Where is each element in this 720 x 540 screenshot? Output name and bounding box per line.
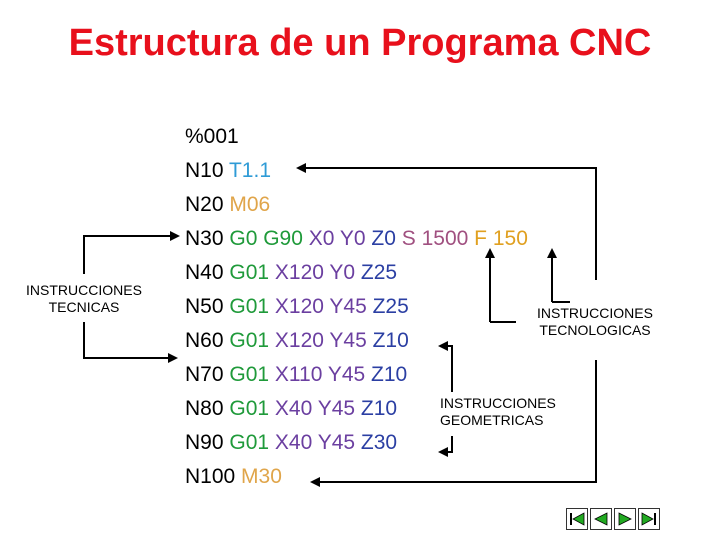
code-token: X40 Y45 [274,431,361,454]
label-line: INSTRUCCIONES [537,305,653,321]
code-token: G01 [229,431,275,454]
code-token: G01 [229,329,275,352]
code-token: X0 Y0 [308,227,372,250]
first-slide-button[interactable] [566,508,588,530]
next-slide-icon [618,512,632,526]
code-token: Z10 [371,363,408,386]
code-token: G0 G90 [229,227,309,250]
last-slide-button[interactable] [638,508,660,530]
program-line: N40 G01 X120 Y0 Z25 [185,256,528,290]
label-instrucciones-tecnologicas: INSTRUCCIONES TECNOLOGICAS [520,305,670,339]
label-line: INSTRUCCIONES [440,395,556,411]
code-token: N40 [185,261,230,284]
code-token: M06 [229,193,271,216]
code-token: X120 Y45 [274,329,373,352]
label-line: INSTRUCCIONES [26,282,142,298]
slide-navigation [566,508,660,530]
code-token: G01 [229,363,275,386]
code-token: Z25 [360,261,398,284]
code-token: N90 [185,431,230,454]
code-token: Z0 [371,227,402,250]
program-line: N80 G01 X40 Y45 Z10 [185,392,528,426]
program-line: N90 G01 X40 Y45 Z30 [185,426,528,460]
prev-slide-icon [594,512,608,526]
program-line: N20 M06 [185,188,528,222]
code-token: G01 [229,397,275,420]
code-token: X110 Y45 [274,363,372,386]
code-token: N20 [185,193,230,216]
program-line: N10 T1.1 [185,154,528,188]
code-token: Z25 [372,295,409,318]
code-token: N70 [185,363,230,386]
program-line: N50 G01 X120 Y45 Z25 [185,290,528,324]
tecnicas-arrow-up [83,231,180,274]
label-instrucciones-tecnicas: INSTRUCCIONES TECNICAS [14,282,154,316]
tecnicas-arrow-down [83,322,178,363]
program-line: N60 G01 X120 Y45 Z10 [185,324,528,358]
label-line: TECNOLOGICAS [539,322,651,338]
first-slide-icon [570,512,585,526]
last-slide-icon [641,512,656,526]
code-token: G01 [229,261,275,284]
code-token: Z10 [360,397,398,420]
program-line: N100 M30 [185,460,528,494]
program-line: %001 [185,120,528,154]
code-token: S 1500 [401,227,475,250]
code-token: N50 [185,295,230,318]
code-token: G01 [229,295,275,318]
code-token: N10 [185,159,229,182]
geometricas-arrow-up [438,341,453,392]
label-instrucciones-geometricas: INSTRUCCIONES GEOMETRICAS [440,395,590,429]
program-line: N30 G0 G90 X0 Y0 Z0 S 1500 F 150 [185,222,528,256]
program-line: N70 G01 X110 Y45 Z10 [185,358,528,392]
code-token: X120 Y0 [274,261,361,284]
code-token: Z30 [360,431,398,454]
code-token: X120 Y45 [274,295,373,318]
code-token: N30 [185,227,230,250]
big-bracket-bottom-arrow [310,360,597,487]
code-token: Z10 [372,329,409,352]
big-bracket-top-arrow [296,163,597,280]
geometricas-arrow-down [438,436,453,457]
label-line: TECNICAS [48,299,120,315]
prev-slide-button[interactable] [590,508,612,530]
next-slide-button[interactable] [614,508,636,530]
code-token: N60 [185,329,230,352]
code-token: %001 [185,125,239,148]
code-token: F 150 [474,227,528,250]
code-token: X40 Y45 [274,397,361,420]
slide-title: Estructura de un Programa CNC [68,22,652,64]
code-token: M30 [241,465,282,488]
label-line: GEOMETRICAS [440,412,544,428]
code-token: T1.1 [228,159,272,182]
code-token: N80 [185,397,230,420]
code-token: N100 [185,465,242,488]
